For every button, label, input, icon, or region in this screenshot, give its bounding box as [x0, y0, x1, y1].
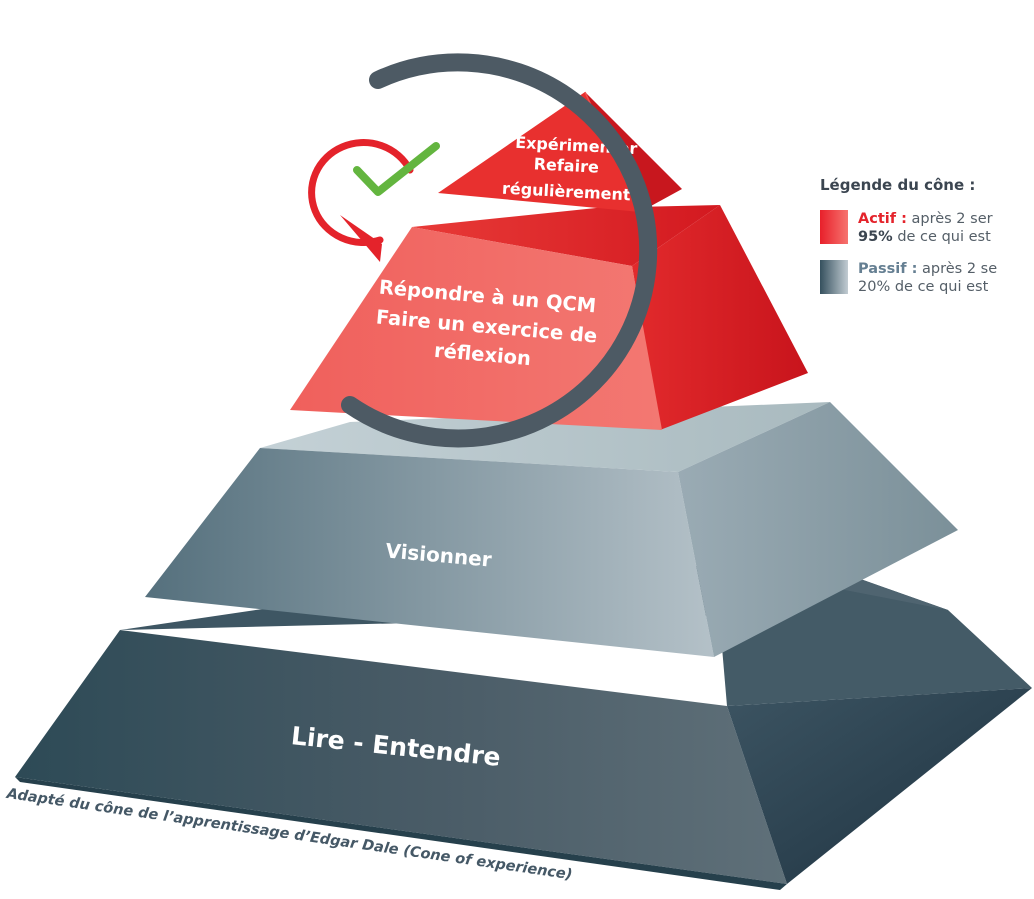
legend-active-percent: 95% [858, 229, 893, 245]
legend-text-active: Actif : après 2 ser 95% de ce qui est [858, 210, 993, 246]
checkmark-icon [353, 142, 440, 196]
tier-top-line2: Refaire [533, 154, 599, 176]
legend-item-active: Actif : après 2 ser 95% de ce qui est [820, 210, 1034, 246]
legend-item-passive: Passif : après 2 se 20% de ce qui est [820, 260, 1034, 296]
legend-text-passive: Passif : après 2 se 20% de ce qui est [858, 260, 997, 296]
legend-title: Légende du cône : [820, 176, 976, 194]
legend-passive-name: Passif : [858, 261, 918, 277]
legend-passive-line2: 20% de ce qui est [858, 279, 989, 295]
legend-swatch-passive [820, 260, 848, 294]
legend-passive-line1: après 2 se [917, 261, 998, 277]
legend-active-name: Actif : [858, 211, 907, 227]
check-bubble-icon [308, 139, 440, 262]
legend-active-line1: après 2 ser [906, 211, 993, 227]
tier-visionner: Visionner [145, 402, 958, 657]
tier-second: Répondre à un QCM Faire un exercice de r… [290, 205, 808, 430]
legend-swatch-active [820, 210, 848, 244]
legend: Légende du cône : Actif : après 2 ser 95… [820, 176, 1034, 310]
focus-ring [341, 53, 658, 448]
legend-active-line2: de ce qui est [892, 229, 991, 245]
